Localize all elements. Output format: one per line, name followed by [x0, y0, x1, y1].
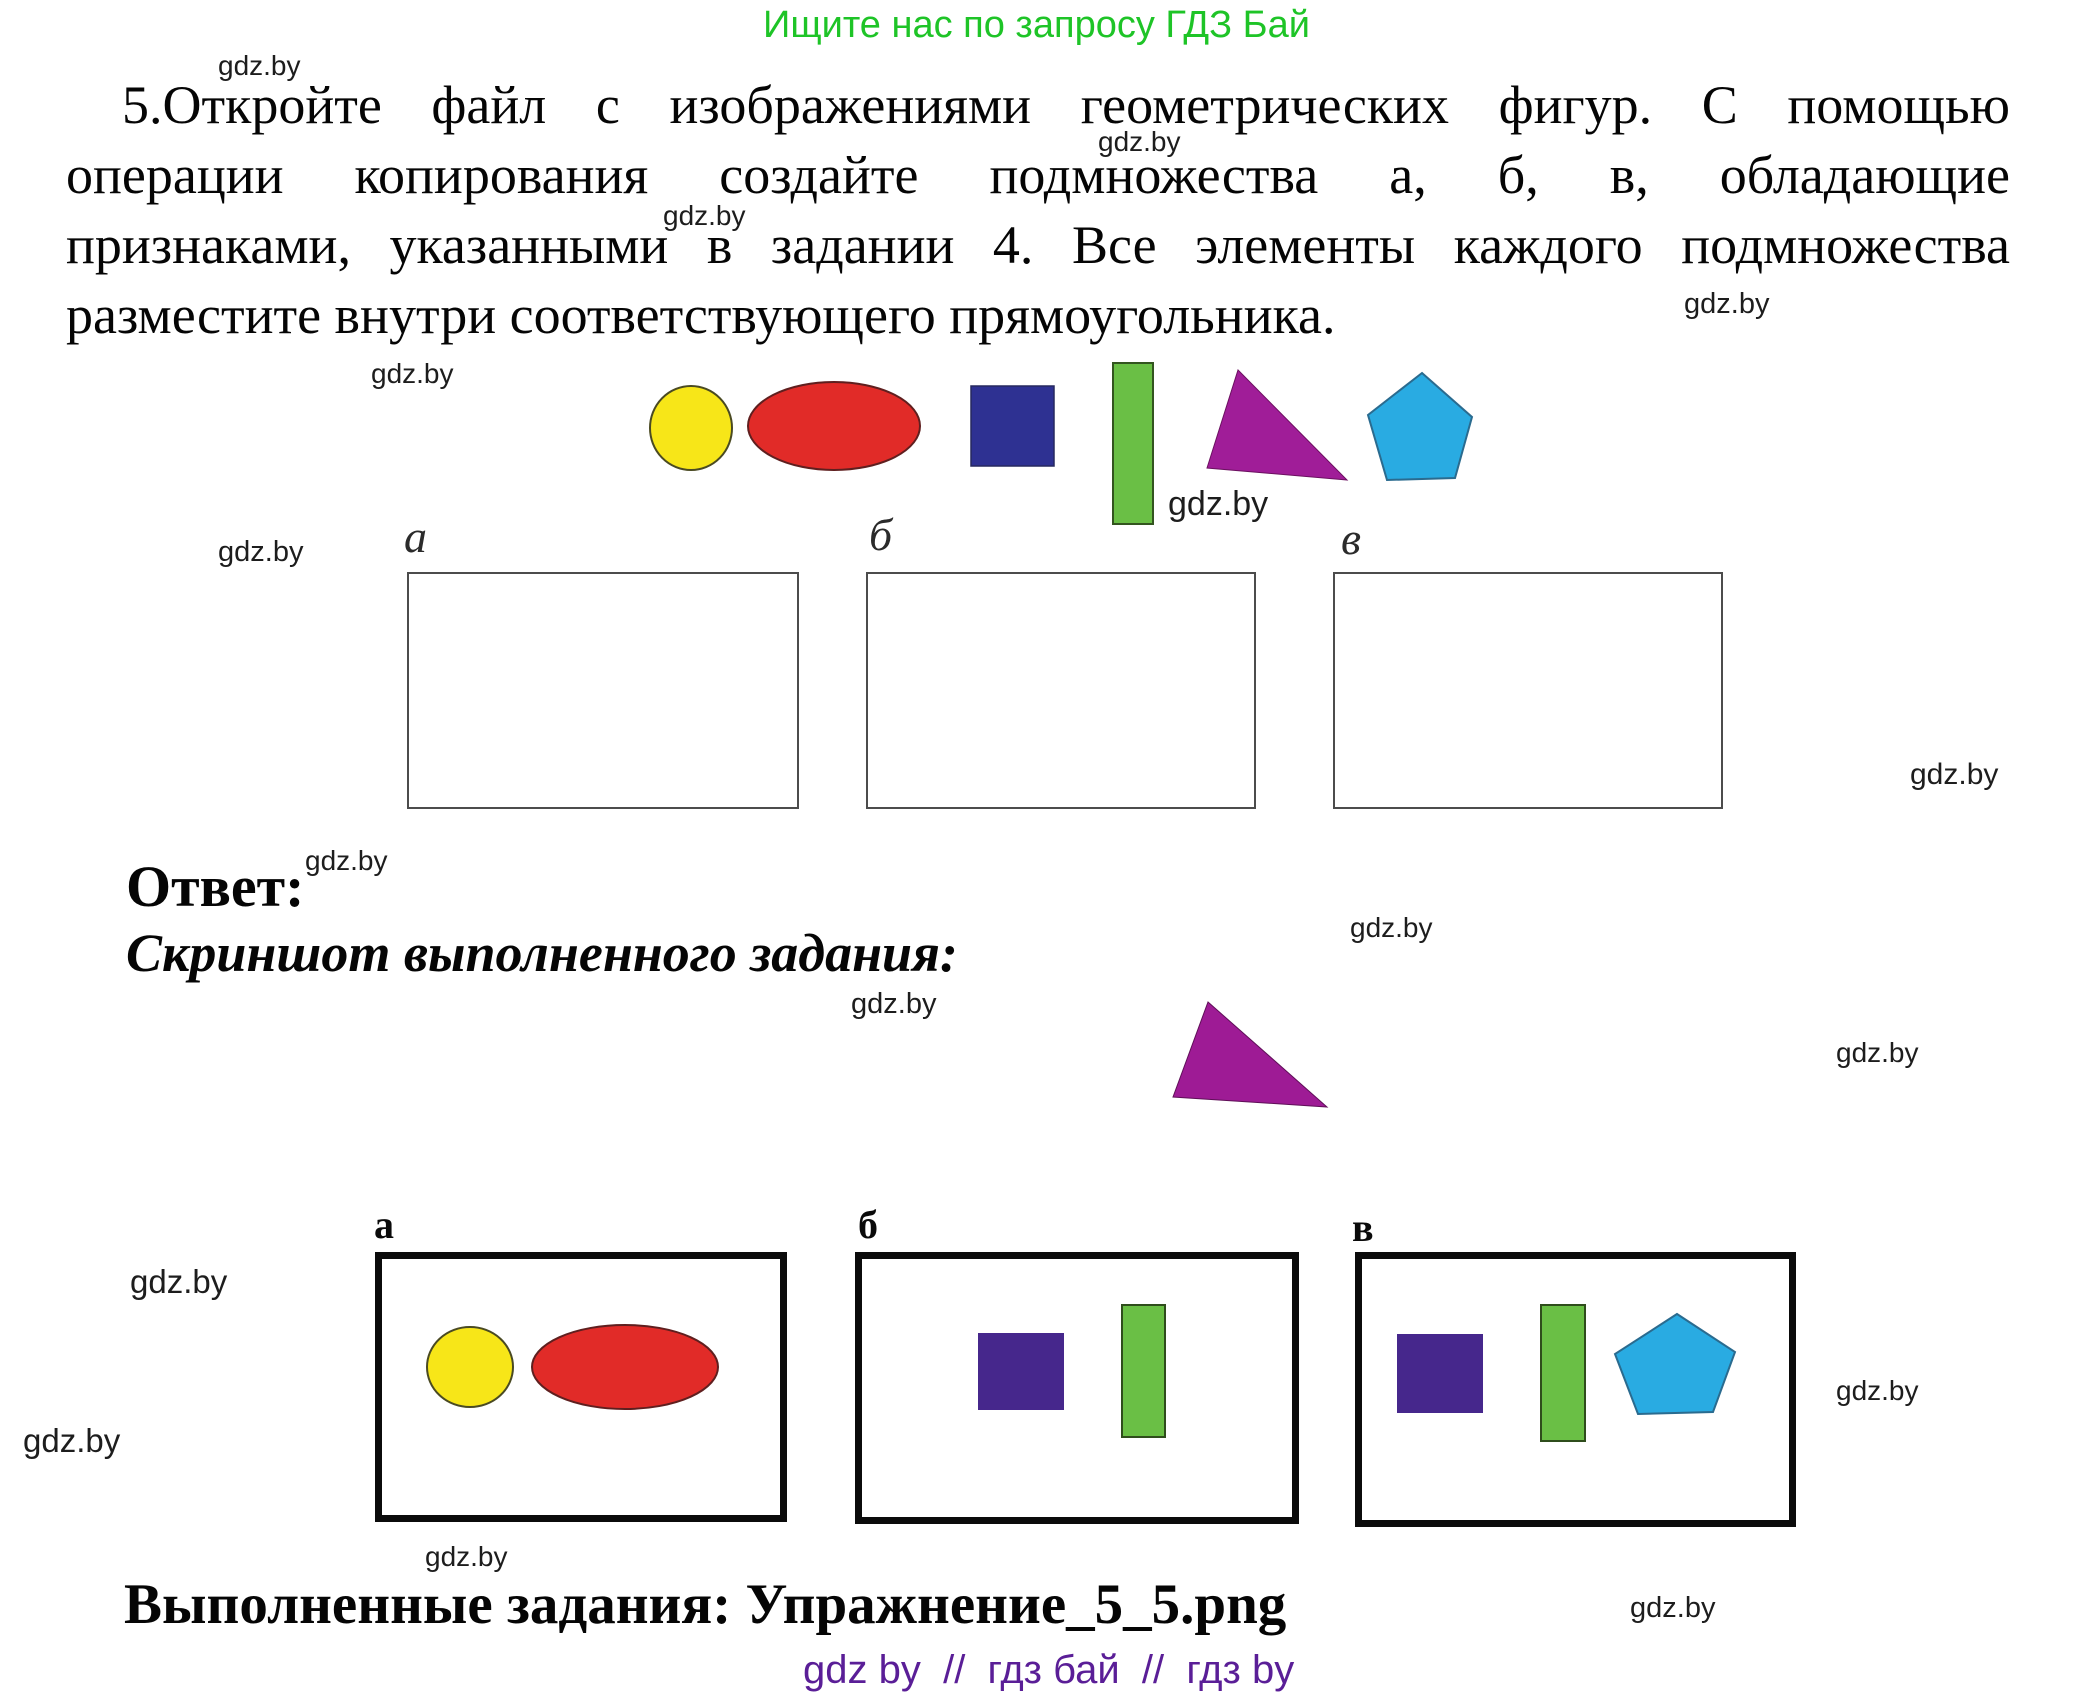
- blue-pentagon-shape: [1366, 371, 1474, 482]
- red-ellipse-shape: [747, 381, 921, 471]
- gdz-watermark: gdz.by: [305, 845, 388, 876]
- subset-a-label: а: [404, 511, 427, 562]
- answer-label: Ответ:: [126, 854, 305, 919]
- gdz-watermark: gdz.by: [1630, 1592, 1716, 1624]
- gdz-watermark: gdz.by: [1168, 485, 1269, 523]
- result-caption: Выполненные задания: Упражнение_5_5.png: [124, 1573, 1287, 1636]
- gdz-watermark: gdz.by: [1836, 1037, 1919, 1068]
- subset-box-b-filled: [855, 1252, 1299, 1524]
- screenshot-caption: Скриншот выполненного задания:: [126, 923, 958, 983]
- gdz-watermark: gdz.by: [218, 536, 304, 568]
- gdz-watermark: gdz.by: [425, 1541, 508, 1572]
- task-line-1: 5.Откройте файл с изображениями геометри…: [122, 75, 2010, 135]
- gdz-watermark: gdz.by: [1910, 758, 1999, 791]
- gdz-watermark: gdz.by: [663, 200, 746, 231]
- task-line-4: разместите внутри соответствующего прямо…: [66, 285, 1336, 345]
- answer-purple-triangle-shape: [1172, 1001, 1329, 1108]
- task-line-2: операции копирования создайте подмножест…: [66, 145, 2010, 205]
- subset-box-v-empty: [1333, 572, 1723, 809]
- gdz-watermark: gdz.by: [23, 1422, 121, 1459]
- subset-box-a-empty: [407, 572, 799, 809]
- gdz-watermark: gdz.by: [371, 358, 454, 389]
- gdz-watermark: gdz.by: [851, 988, 937, 1020]
- gdz-watermark: gdz.by: [1098, 126, 1181, 157]
- subset-box-b-empty: [866, 572, 1256, 809]
- footer-site-line: gdz by // гдз бай // гдз by: [803, 1648, 1295, 1692]
- task-paragraph: 5.Откройте файл с изображениями геометри…: [66, 70, 2010, 350]
- blue-square-shape: [970, 385, 1055, 467]
- subset-a-filled-label: a: [374, 1202, 394, 1247]
- green-rectangle-shape: [1112, 362, 1154, 525]
- subset-box-a-filled: [375, 1252, 787, 1522]
- gdz-watermark: gdz.by: [1836, 1375, 1919, 1406]
- gdz-watermark: gdz.by: [1350, 912, 1433, 943]
- gdz-watermark: gdz.by: [1684, 288, 1770, 320]
- task-line-3: признаками, указанными в задании 4. Все …: [66, 215, 2010, 275]
- gdz-watermark: gdz.by: [130, 1263, 228, 1300]
- header-banner: Ищите нас по запросу ГДЗ Бай: [763, 4, 1310, 46]
- subset-v-filled-label: в: [1352, 1205, 1374, 1250]
- yellow-circle-shape: [649, 385, 733, 471]
- subset-box-v-filled: [1355, 1252, 1796, 1527]
- subset-b-label: б: [869, 509, 893, 560]
- gdz-watermark: gdz.by: [218, 50, 301, 81]
- subset-b-filled-label: б: [858, 1202, 878, 1247]
- subset-v-label: в: [1341, 513, 1361, 564]
- purple-triangle-shape: [1206, 369, 1349, 481]
